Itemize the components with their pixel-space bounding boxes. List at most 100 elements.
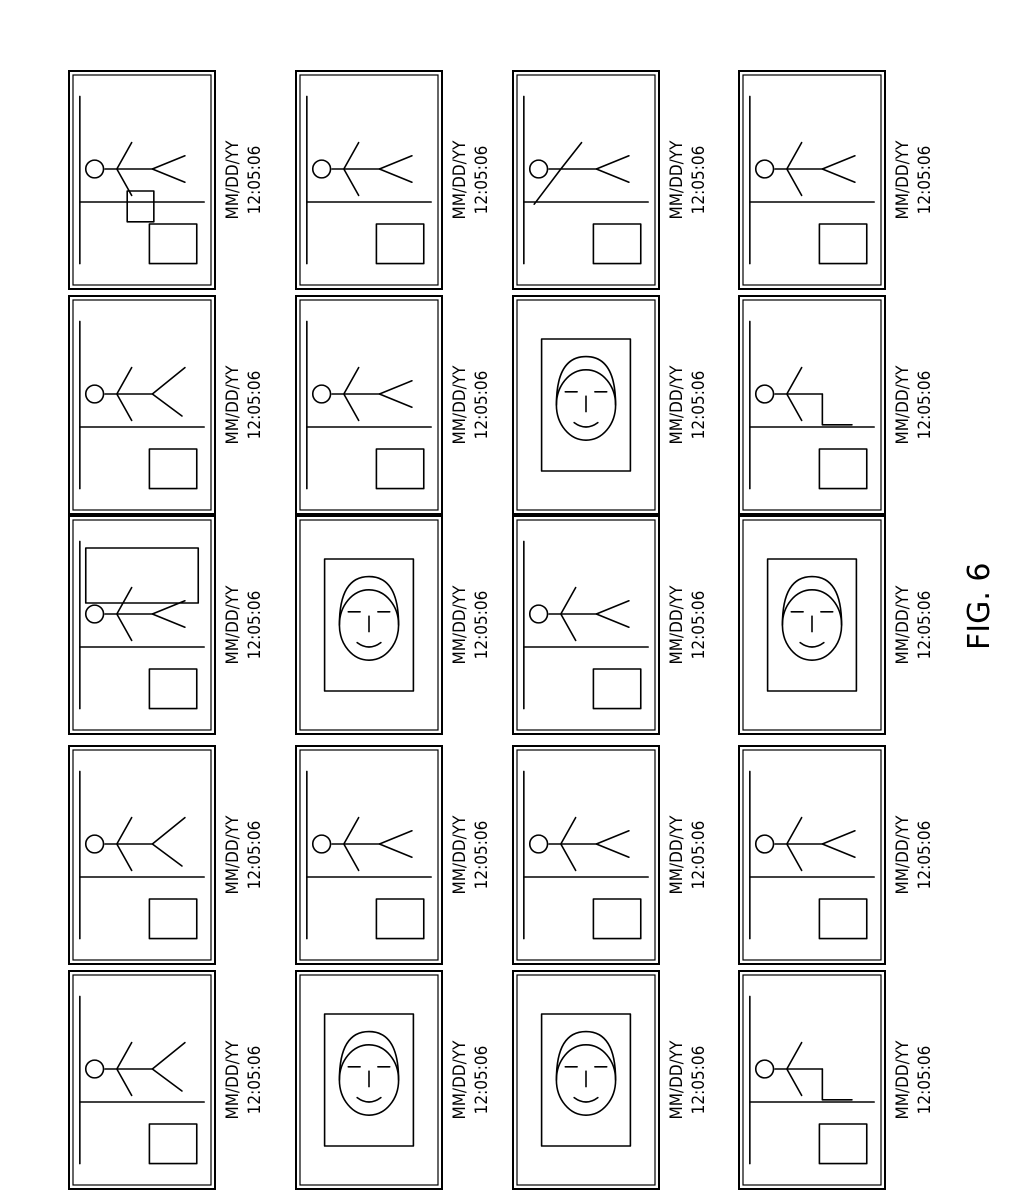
doorway (148, 668, 198, 710)
person-arms (786, 1041, 803, 1097)
person-legs (595, 155, 630, 183)
surveillance-frame (68, 970, 216, 1190)
doorway (375, 448, 425, 490)
scene-drawing (540, 338, 632, 472)
frame-border (295, 745, 443, 965)
scene-drawing (523, 95, 649, 265)
caption-time: 12:05:06 (472, 1045, 492, 1115)
scene-drawing (79, 540, 205, 710)
person-arms (116, 1041, 133, 1097)
surveillance-frame (512, 970, 660, 1190)
doorway (148, 223, 198, 265)
mouth (356, 1096, 382, 1103)
scene-drawing (540, 1013, 632, 1147)
caption-time: 12:05:06 (689, 1045, 709, 1115)
frame-image (738, 745, 886, 965)
frame-image (512, 515, 660, 735)
person-head (528, 159, 549, 179)
person-arms (533, 141, 583, 205)
caption-time: 12:05:06 (689, 145, 709, 215)
frame-inner-border (299, 749, 439, 961)
surveillance-frame (512, 70, 660, 290)
caption-date: MM/DD/YY (223, 815, 243, 895)
frame-inner-border (516, 74, 656, 286)
frame-image (738, 970, 886, 1190)
surveillance-frame (295, 70, 443, 290)
mouth (799, 641, 825, 648)
frame-inner-border (299, 74, 439, 286)
doorway (375, 898, 425, 940)
caption-date: MM/DD/YY (450, 585, 470, 665)
frame-inner-border (72, 74, 212, 286)
frame-border (295, 295, 443, 515)
surveillance-frame (68, 745, 216, 965)
frame-border (68, 295, 216, 515)
caption-date: MM/DD/YY (667, 1040, 687, 1120)
scene-drawing (749, 320, 875, 490)
person-legs (378, 380, 413, 408)
frame-image (68, 70, 216, 290)
figure-label: FIG. 6 (962, 562, 997, 650)
hair (338, 575, 400, 626)
person-legs (821, 1068, 853, 1101)
doorway (818, 223, 868, 265)
person-legs (378, 830, 413, 858)
person-arms (116, 586, 133, 642)
caption-time: 12:05:06 (245, 590, 265, 660)
inner-panel (540, 1013, 632, 1147)
surveillance-frame (738, 70, 886, 290)
doorway (592, 898, 642, 940)
caption-date: MM/DD/YY (223, 365, 243, 445)
scene-drawing (79, 995, 205, 1165)
person-legs (821, 155, 856, 183)
caption-time: 12:05:06 (245, 820, 265, 890)
surveillance-frame (512, 295, 660, 515)
scene-drawing (306, 95, 432, 265)
frame-image (68, 515, 216, 735)
person-head (754, 834, 775, 854)
frame-inner-border (516, 974, 656, 1186)
person-head (84, 1059, 105, 1079)
person-arms (116, 816, 133, 872)
frame-image (68, 970, 216, 1190)
frame-inner-border (516, 519, 656, 731)
surveillance-frame (738, 970, 886, 1190)
frame-border (68, 515, 216, 735)
person-legs (595, 600, 630, 628)
caption-time: 12:05:06 (245, 145, 265, 215)
caption-time: 12:05:06 (915, 1045, 935, 1115)
person-arms (343, 141, 360, 197)
inner-panel (323, 558, 415, 692)
surveillance-frame (68, 70, 216, 290)
frame-border (738, 745, 886, 965)
person-legs (151, 1041, 186, 1092)
frame-inner-border (299, 299, 439, 511)
caption-date: MM/DD/YY (450, 140, 470, 220)
frame-inner-border (72, 299, 212, 511)
surveillance-frame (738, 745, 886, 965)
frame-border (512, 745, 660, 965)
surveillance-frame (512, 515, 660, 735)
person-head (311, 384, 332, 404)
scene-drawing (523, 540, 649, 710)
frame-inner-border (299, 974, 439, 1186)
caption-date: MM/DD/YY (223, 585, 243, 665)
inner-panel (766, 558, 858, 692)
person-head (754, 1059, 775, 1079)
frame-image (512, 745, 660, 965)
scene-drawing (523, 770, 649, 940)
person-legs (821, 830, 856, 858)
person-arms (786, 366, 803, 422)
surveillance-frame (68, 295, 216, 515)
caption-date: MM/DD/YY (667, 365, 687, 445)
